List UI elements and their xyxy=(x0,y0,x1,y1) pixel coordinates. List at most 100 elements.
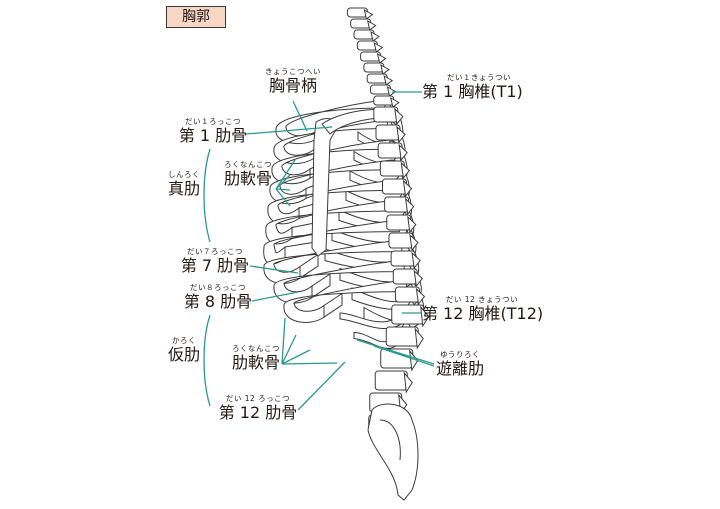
label-floating-ribs: ゆうりろく 遊離肋 xyxy=(432,350,488,378)
label-rib-1: だい１ろっこつ 第 1 肋骨 xyxy=(176,117,250,145)
label-text: 第 1 肋骨 xyxy=(178,126,248,145)
vertebra xyxy=(384,196,410,213)
vertebra xyxy=(390,250,416,267)
label-text: 仮肋 xyxy=(167,345,200,364)
spinous-process xyxy=(407,215,417,234)
spinous-process xyxy=(366,20,377,31)
vertebra xyxy=(391,304,425,325)
leader-rib-8 xyxy=(251,291,299,302)
vertebra xyxy=(385,326,419,347)
spinous-process xyxy=(383,75,394,86)
vertebra xyxy=(366,73,388,84)
spinous-process xyxy=(390,97,400,108)
vertebra xyxy=(370,84,391,95)
vertebra xyxy=(373,95,395,106)
label-t12: だい 12 きょうつい 第 12 胸椎(T12) xyxy=(422,295,544,323)
vertebra xyxy=(386,214,412,231)
ruby: しんろく xyxy=(168,170,200,179)
spinous-process xyxy=(373,42,384,53)
label-text: 第 1 胸椎(T1) xyxy=(422,82,523,101)
spinous-process xyxy=(409,349,419,372)
vertebra xyxy=(394,286,420,303)
sacrum xyxy=(367,403,419,501)
ruby: だい１ろっこつ xyxy=(185,117,241,126)
leader-manubrium xyxy=(292,100,308,132)
ruby: ろくなんこつ xyxy=(232,344,280,353)
label-rib-7: だい７ろっこつ 第 7 肋骨 xyxy=(178,247,252,275)
spinous-process xyxy=(414,327,424,350)
leader-floating-ribs xyxy=(356,339,435,367)
diagram-title: 胸郭 xyxy=(166,6,226,28)
ruby: ろくなんこつ xyxy=(224,160,272,169)
spinous-process xyxy=(420,305,430,328)
label-text: 第 7 肋骨 xyxy=(180,256,250,275)
vertebra xyxy=(353,29,375,40)
vertebra xyxy=(380,348,414,369)
costal-cartilage xyxy=(299,253,319,280)
label-costal-cartilage-upper: ろくなんこつ 肋軟骨 xyxy=(218,160,278,188)
spinous-process xyxy=(396,125,406,144)
spinous-process xyxy=(386,86,397,97)
costal-cartilage xyxy=(323,292,343,319)
spinous-process xyxy=(409,233,419,252)
sacrum-detail xyxy=(379,419,401,461)
label-t1: だい１きょうつい 第 1 胸椎(T1) xyxy=(422,73,523,101)
bracket-false-ribs xyxy=(203,314,211,407)
vertebra xyxy=(379,160,405,177)
vertebra xyxy=(363,62,385,73)
ruby: だい 12 ろっこつ xyxy=(225,394,291,403)
label-text: 肋軟骨 xyxy=(231,353,280,372)
skeleton-drawing xyxy=(263,7,430,501)
ruby: だい 12 きょうつい xyxy=(445,295,519,304)
spinous-process xyxy=(380,64,390,75)
leader-costal-cartilage-lower xyxy=(281,317,338,365)
costal-cartilage xyxy=(311,273,331,299)
spinous-process xyxy=(363,9,374,20)
vertebra xyxy=(360,51,382,62)
leader-rib-7 xyxy=(249,265,299,274)
label-manubrium: きょうこつへい 胸骨柄 xyxy=(258,67,328,95)
spinous-process xyxy=(398,143,408,162)
label-rib-12: だい 12 ろっこつ 第 12 肋骨 xyxy=(218,394,298,422)
label-text: 第 12 胸椎(T12) xyxy=(422,304,544,323)
leader-costal-cartilage-upper xyxy=(275,159,296,207)
vertebra xyxy=(373,106,399,123)
vertebra xyxy=(377,142,403,159)
vertebra xyxy=(356,40,378,51)
leader-lines xyxy=(203,91,435,411)
vertebra xyxy=(381,178,407,195)
label-text: 遊離肋 xyxy=(435,359,484,378)
label-text: 胸骨柄 xyxy=(268,76,317,95)
label-costal-cartilage-lower: ろくなんこつ 肋軟骨 xyxy=(226,344,286,372)
ruby: だい７ろっこつ xyxy=(187,247,243,256)
label-text: 肋軟骨 xyxy=(223,169,272,188)
label-text: 第 12 肋骨 xyxy=(218,403,298,422)
spinous-process xyxy=(370,31,380,42)
spinous-process xyxy=(394,107,404,126)
ruby: ゆうりろく xyxy=(440,350,480,359)
vertebra xyxy=(374,370,408,391)
bracket-true-ribs xyxy=(203,148,211,243)
ruby: かろく xyxy=(172,336,196,345)
spinous-process xyxy=(400,161,410,180)
spinous-process xyxy=(376,53,387,64)
label-text: 第 8 肋骨 xyxy=(183,292,253,311)
vertebra xyxy=(375,124,401,141)
leader-rib-1 xyxy=(245,126,333,135)
vertebra xyxy=(388,232,414,249)
label-false-ribs: かろく 仮肋 xyxy=(166,336,202,364)
spinous-process xyxy=(415,287,426,306)
spinous-process xyxy=(411,251,421,270)
label-true-ribs: しんろく 真肋 xyxy=(166,170,202,198)
label-text: 真肋 xyxy=(167,179,200,198)
vertebra xyxy=(350,18,372,29)
ruby: だい１きょうつい xyxy=(447,73,511,82)
spinous-process xyxy=(413,269,423,288)
ruby: だい８ろっこつ xyxy=(190,283,246,292)
vertebra xyxy=(346,7,368,18)
vertebra xyxy=(392,268,418,285)
spinous-process xyxy=(403,371,413,394)
leader-rib-12 xyxy=(297,361,346,411)
ruby: きょうこつへい xyxy=(265,67,321,76)
